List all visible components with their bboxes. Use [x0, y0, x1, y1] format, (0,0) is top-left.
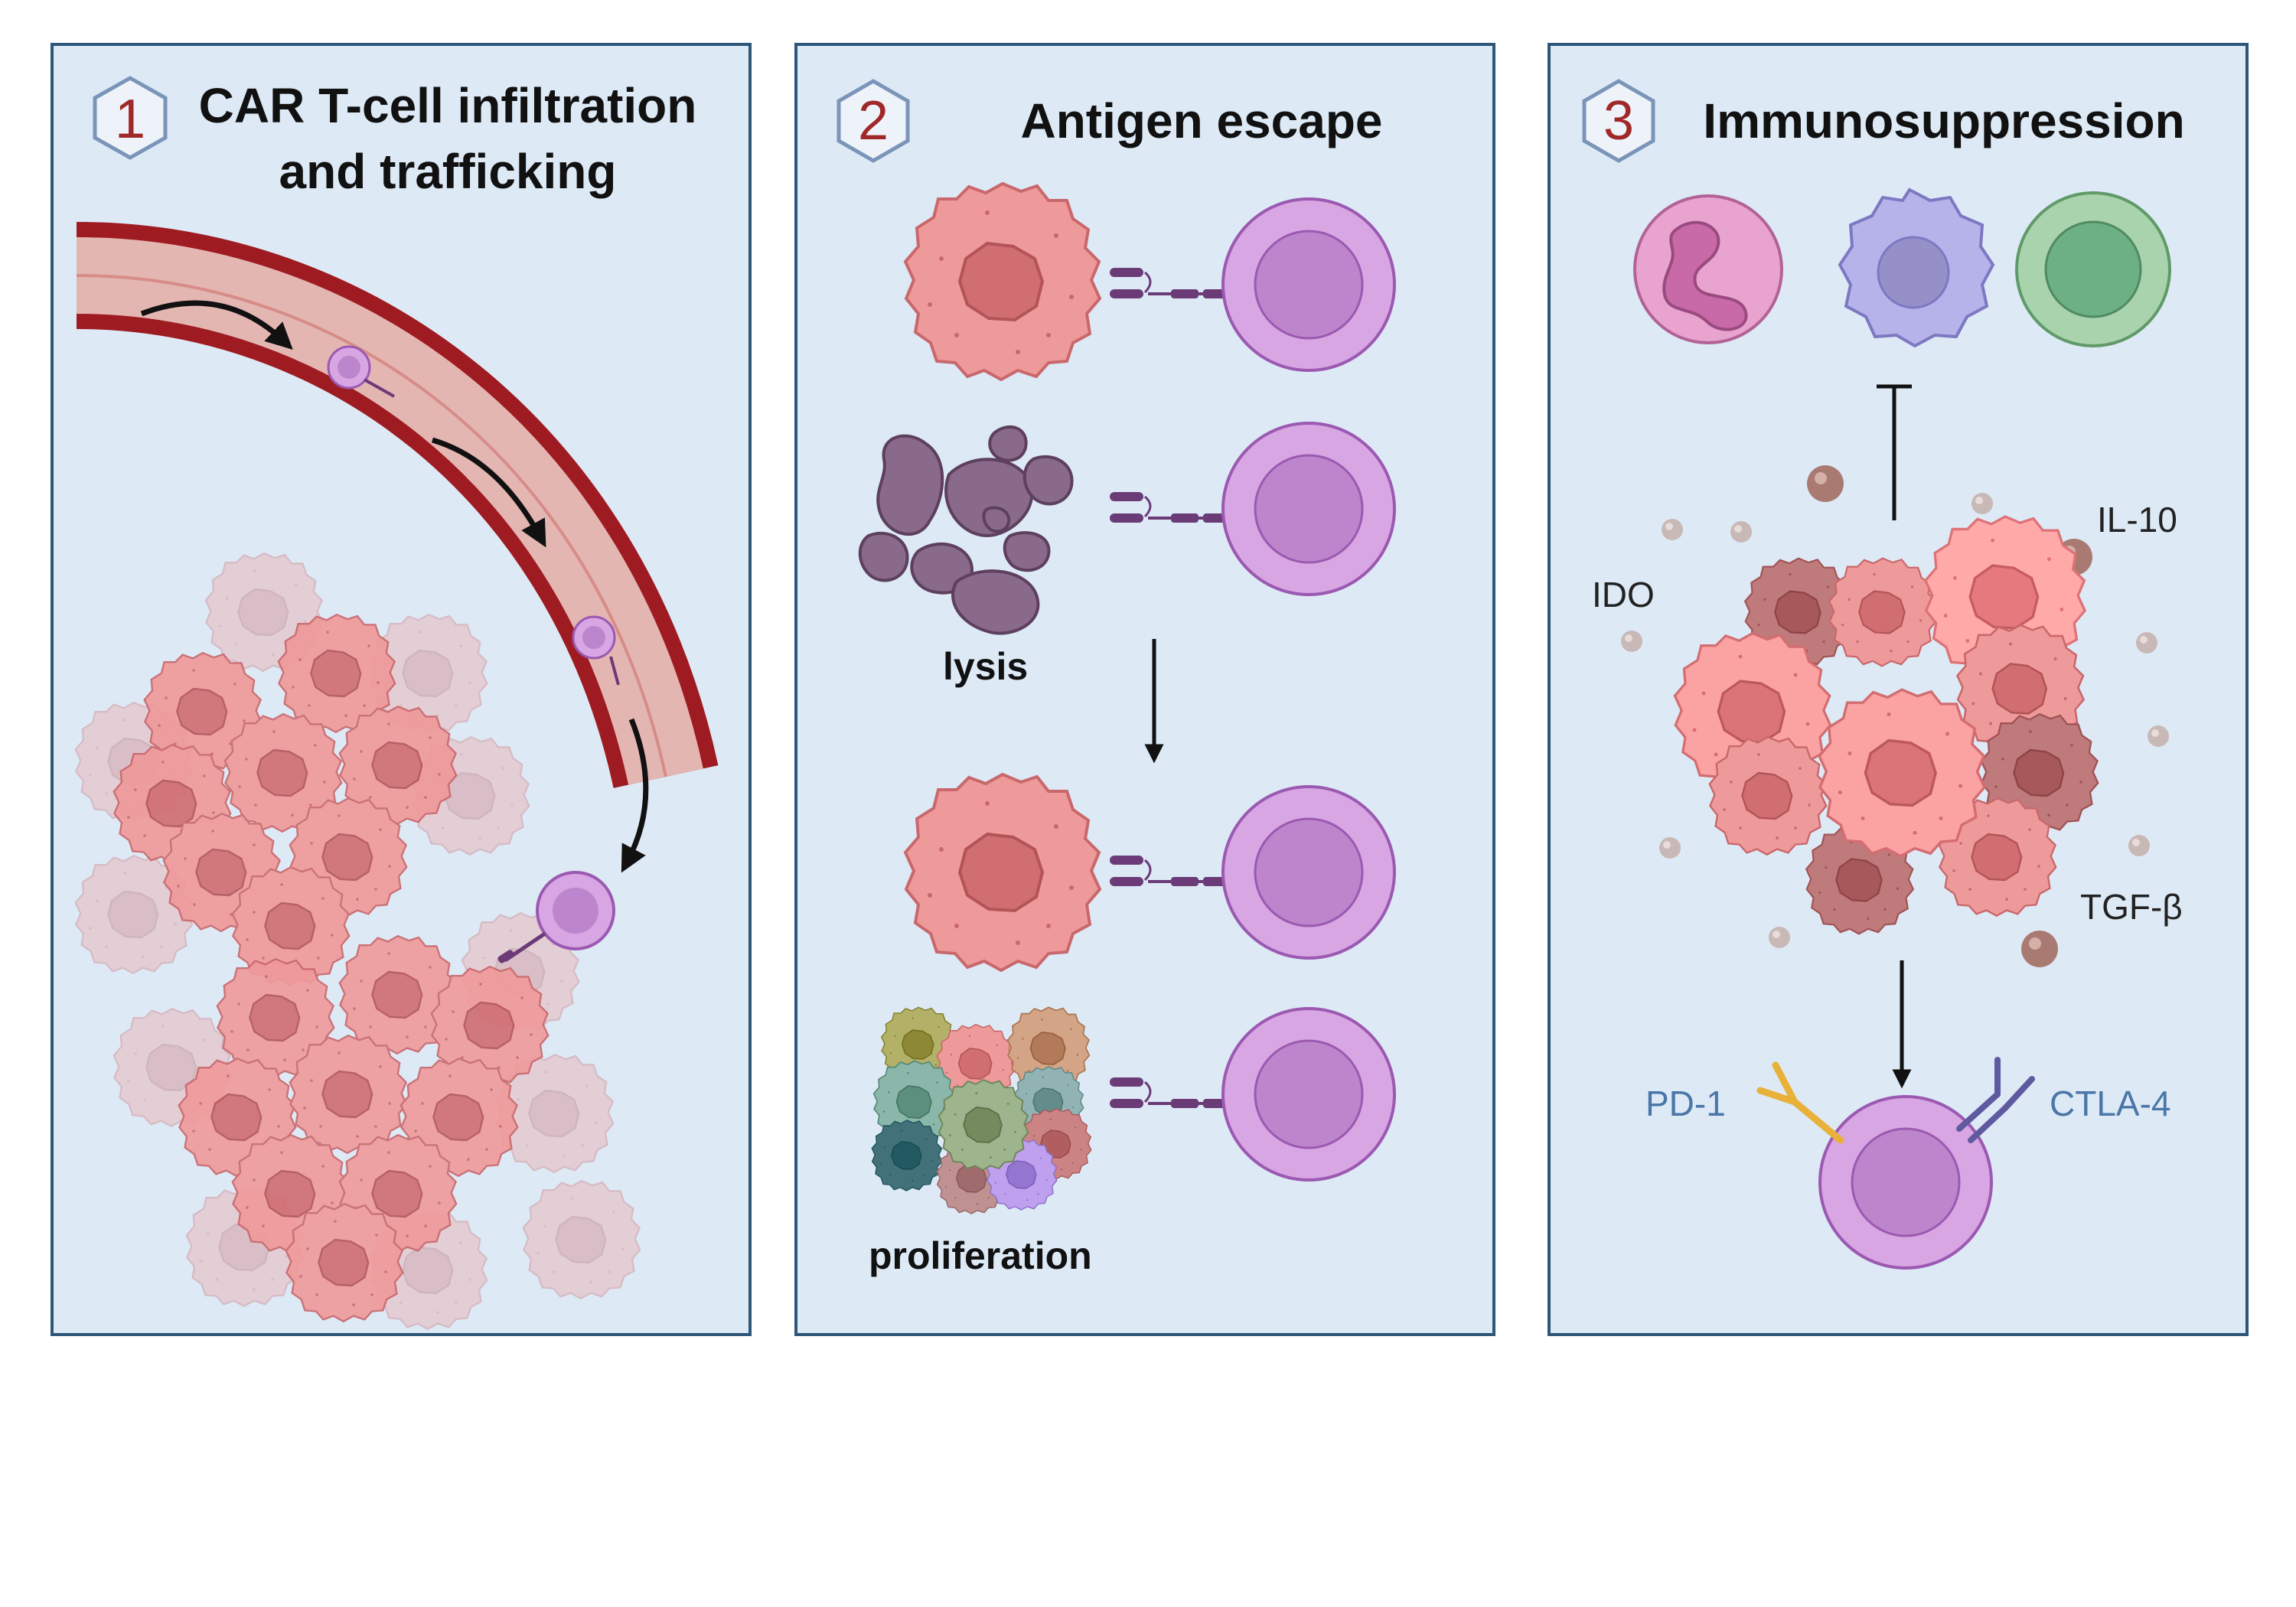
blood-vessel — [76, 222, 719, 788]
regulatory-t-cell — [2015, 191, 2171, 347]
panel-number-2: 2 — [857, 90, 889, 152]
hexagon-icon — [837, 79, 910, 163]
ido-label: IDO — [1592, 575, 1655, 614]
neutrophil — [1633, 194, 1783, 344]
heterogeneous-tumor-cells — [871, 1006, 1092, 1214]
tumor-cell-antigen-positive — [904, 182, 1101, 381]
flow-arrow-2 — [432, 437, 546, 548]
tumor-cell-antigen-positive — [904, 773, 1101, 972]
panel-1-title-line-2: and trafficking — [279, 144, 617, 199]
car-t-cell-in-vessel-2 — [572, 615, 620, 686]
lysed-cell — [858, 425, 1074, 635]
hexagon-icon — [93, 76, 168, 160]
panel-number-1: 1 — [114, 89, 146, 150]
car-t-cell-infiltrating — [497, 871, 615, 963]
flow-arrow-1 — [140, 300, 293, 350]
il10-label: IL-10 — [2097, 500, 2177, 539]
car-t-cell — [1221, 1007, 1396, 1182]
car-t-cell — [1221, 422, 1396, 596]
ctla4-label: CTLA-4 — [2050, 1084, 2171, 1123]
tgfb-label: TGF-β — [2080, 887, 2183, 927]
panel-1-title-line-1: CAR T-cell infiltration — [198, 78, 697, 133]
panel-2-title: Antigen escape — [1020, 93, 1383, 148]
macrophage — [1838, 187, 1995, 348]
tumor-mass-immunosuppressive — [1673, 515, 2099, 935]
lysis-label: lysis — [943, 645, 1029, 688]
pd1-receptor — [1756, 1061, 1844, 1144]
car-t-cell — [1221, 197, 1396, 372]
car-t-cell — [1221, 785, 1396, 960]
hexagon-icon — [1582, 79, 1655, 163]
pd1-label: PD-1 — [1645, 1084, 1726, 1123]
panel-number-3: 3 — [1603, 90, 1635, 152]
flow-arrow-3 — [621, 718, 649, 873]
ctla4-receptor — [1956, 1057, 2035, 1143]
proliferation-label: proliferation — [869, 1234, 1092, 1277]
panel-3-title: Immunosuppression — [1703, 93, 2185, 148]
inhibition-icon — [1877, 384, 1912, 520]
car-t-cell-in-vessel-1 — [327, 345, 395, 398]
